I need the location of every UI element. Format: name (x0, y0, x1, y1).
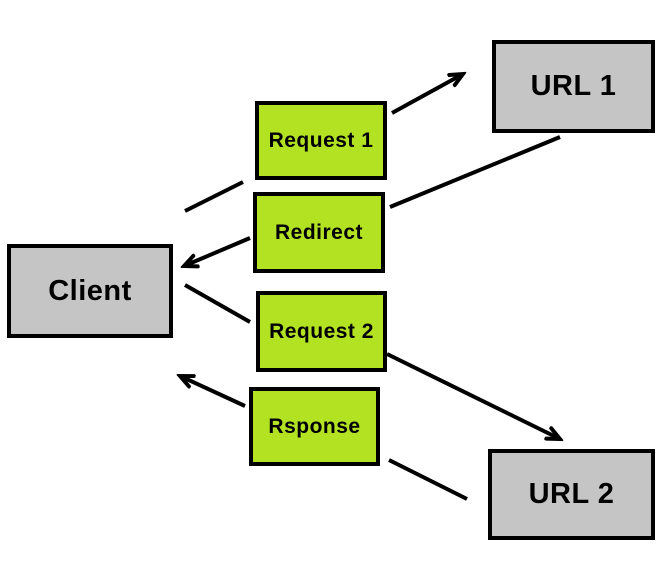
arrow-url2-to-rsponse-segment (388, 458, 468, 501)
node-rsponse: Rsponse (249, 387, 380, 466)
node-redirect: Redirect (253, 192, 385, 273)
node-url2: URL 2 (488, 449, 655, 540)
arrow-client-to-request2-segment (184, 283, 251, 324)
arrow-request1-to-url1 (391, 74, 463, 115)
node-redirect-label: Redirect (274, 220, 364, 244)
arrow-client-to-request1-segment (184, 180, 244, 213)
arrow-rsponse-to-client (180, 376, 246, 408)
node-url2-label: URL 2 (528, 478, 615, 510)
arrow-request2-to-url2 (386, 352, 560, 439)
node-request2: Request 2 (256, 291, 387, 372)
node-url1: URL 1 (492, 40, 655, 133)
arrow-redirect-to-client (184, 236, 251, 266)
arrow-url1-to-redirect-segment (389, 135, 561, 209)
node-url1-label: URL 1 (530, 70, 617, 102)
node-request1: Request 1 (255, 101, 387, 180)
node-client: Client (7, 244, 173, 338)
node-client-label: Client (48, 274, 132, 307)
node-rsponse-label: Rsponse (268, 414, 361, 438)
node-request1-label: Request 1 (268, 128, 374, 152)
node-request2-label: Request 2 (269, 319, 374, 343)
